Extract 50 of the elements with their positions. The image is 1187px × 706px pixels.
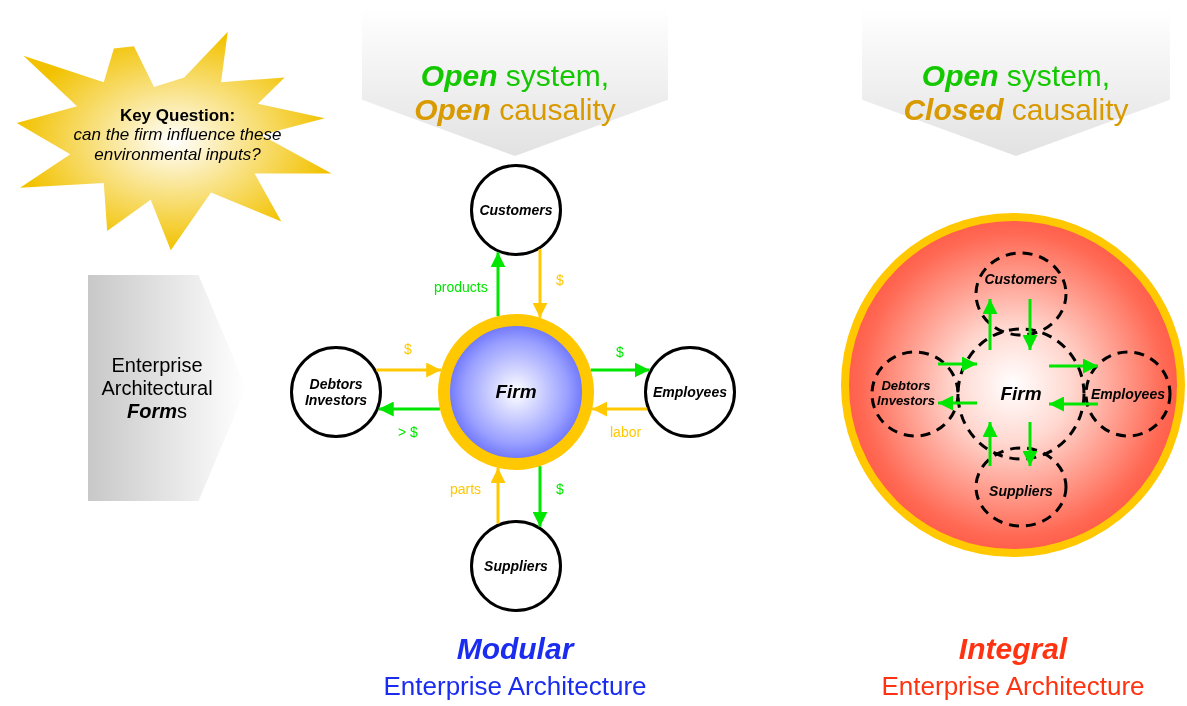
dashed-circle	[870, 350, 960, 438]
node-label: Customers	[479, 201, 553, 219]
edge-label: > $	[396, 424, 420, 440]
arrow	[938, 395, 977, 411]
architecture-subtitle: Enterprise Architecture	[382, 672, 648, 701]
banner-text: Open causality	[414, 93, 616, 128]
arrow	[982, 422, 998, 466]
node-label: Suppliers	[989, 482, 1053, 500]
arrow	[590, 362, 650, 378]
dashed-circle	[974, 251, 1068, 337]
arrow	[1049, 358, 1098, 374]
banner-text: Open system,	[921, 58, 1111, 93]
arrow	[938, 356, 977, 372]
arrow	[532, 249, 548, 318]
banner-text: Open system,	[420, 58, 610, 93]
arrow	[376, 362, 442, 378]
dashed-circle	[956, 327, 1086, 461]
edge-label: $	[554, 481, 566, 497]
arrow	[1022, 299, 1038, 350]
edge-label: $	[402, 341, 414, 357]
arrow	[1049, 396, 1098, 412]
edge-label: $	[554, 272, 566, 288]
dashed-circle	[974, 446, 1068, 528]
edge-label: parts	[448, 481, 484, 497]
architecture-subtitle: Enterprise Architecture	[880, 672, 1146, 701]
edge-label: labor	[608, 424, 644, 440]
node-label: Customers	[984, 270, 1058, 288]
arrow	[982, 299, 998, 350]
node-label: Firm	[495, 381, 537, 403]
arrow	[378, 401, 440, 417]
node-label: Suppliers	[484, 557, 548, 575]
banner-text: Closed causality	[903, 93, 1129, 128]
node-label: Employees	[1091, 385, 1165, 403]
architecture-title: Integral	[957, 632, 1069, 665]
dashed-circle	[1084, 350, 1172, 438]
arrow	[490, 467, 506, 524]
callout-heading: Key Question:	[119, 105, 236, 126]
edge-label: products	[432, 279, 490, 295]
arrow	[532, 466, 548, 527]
chevron-label: Enterprise Architectural Forms	[100, 353, 214, 423]
arrow	[490, 252, 506, 317]
node-label: Debtors Investors	[876, 379, 936, 409]
callout-question: can the firm influence these environmental inputs?	[72, 125, 283, 165]
edge-label: $	[614, 344, 626, 360]
node-label: Debtors Investors	[303, 375, 369, 409]
arrow	[1022, 422, 1038, 466]
architecture-title: Modular	[455, 632, 576, 665]
node-label: Employees	[653, 383, 727, 401]
node-label: Firm	[1000, 383, 1042, 405]
arrow	[592, 401, 648, 417]
